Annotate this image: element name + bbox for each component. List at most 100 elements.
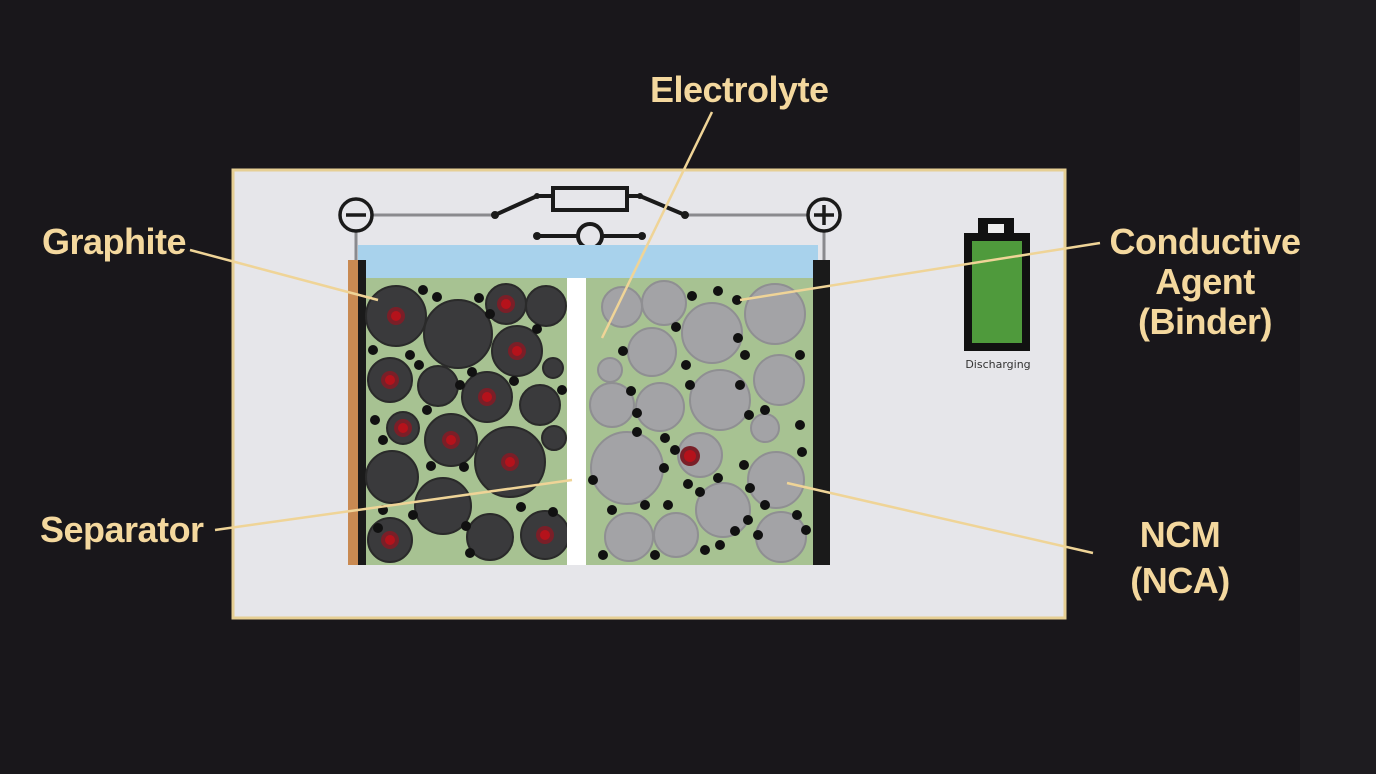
label-ncm: NCM (NCA)	[1110, 512, 1250, 604]
ncm-particle	[604, 512, 654, 562]
ncm-particle	[653, 512, 699, 558]
ncm-particle	[681, 302, 743, 364]
ncm-particle	[750, 413, 780, 443]
conductive-agent-particle	[408, 510, 418, 520]
conductive-agent-particle	[378, 435, 388, 445]
conductive-agent-particle	[607, 505, 617, 515]
conductive-agent-particle	[422, 405, 432, 415]
conductive-agent-particle	[474, 293, 484, 303]
conductive-agent-particle	[467, 367, 477, 377]
lithium-ion	[684, 450, 696, 462]
graphite-particle	[525, 285, 567, 327]
lithium-ion	[540, 530, 550, 540]
conductive-agent-particle	[426, 461, 436, 471]
conductive-agent-particle	[618, 346, 628, 356]
conductive-agent-particle	[792, 510, 802, 520]
conductive-agent-particle	[671, 322, 681, 332]
conductive-agent-particle	[465, 548, 475, 558]
ncm-particle	[744, 283, 806, 345]
ncm-particle	[689, 369, 751, 431]
conductive-agent-particle	[743, 515, 753, 525]
bulb-icon	[576, 222, 604, 250]
conductive-agent-particle	[405, 350, 415, 360]
conductive-agent-particle	[650, 550, 660, 560]
separator	[567, 278, 586, 565]
plus-terminal-icon	[806, 197, 842, 233]
conductive-agent-particle	[745, 483, 755, 493]
label-line: Agent	[1155, 261, 1255, 302]
label-separator: Separator	[40, 509, 204, 550]
external-circuit	[338, 186, 842, 262]
conductive-agent-particle	[548, 507, 558, 517]
label-line: (Binder)	[1138, 301, 1273, 342]
conductive-agent-particle	[760, 405, 770, 415]
conductive-agent-particle	[670, 445, 680, 455]
conductive-agent-particle	[660, 433, 670, 443]
conductive-agent-particle	[760, 500, 770, 510]
conductive-agent-particle	[414, 360, 424, 370]
conductive-agent-particle	[461, 521, 471, 531]
conductive-agent-particle	[739, 460, 749, 470]
leader-lines	[189, 111, 1101, 555]
label-conductive-agent: Conductive Agent (Binder)	[1100, 222, 1310, 342]
conductive-agent-particle	[735, 380, 745, 390]
ncm-particle	[601, 286, 643, 328]
lithium-ion	[385, 535, 395, 545]
ncm-particle	[590, 431, 664, 505]
conductive-agent-particle	[685, 380, 695, 390]
label-graphite: Graphite	[42, 221, 187, 262]
conductive-agent-particle	[368, 345, 378, 355]
graphite-particle	[365, 450, 419, 504]
graphite-particle	[519, 384, 561, 426]
conductive-agent-particle	[713, 286, 723, 296]
minus-terminal-icon	[338, 197, 374, 233]
conductive-agent-particle	[485, 309, 495, 319]
ncm-particle	[641, 280, 687, 326]
conductive-agent-particle	[516, 502, 526, 512]
lithium-ion	[501, 299, 511, 309]
conductive-agent-particle	[373, 523, 383, 533]
conductive-agent-particle	[588, 475, 598, 485]
ncm-particle	[753, 354, 805, 406]
lithium-ion	[505, 457, 515, 467]
label-electrolyte: Electrolyte	[650, 69, 829, 110]
battery-status-text: Discharging	[965, 358, 1031, 371]
conductive-agent-particle	[459, 462, 469, 472]
label-line: NCM	[1139, 514, 1221, 555]
conductive-agent-particle	[732, 295, 742, 305]
ncm-particle	[635, 382, 685, 432]
conductive-agent-particle	[740, 350, 750, 360]
label-line: (NCA)	[1130, 560, 1230, 601]
conductive-agent-particle	[640, 500, 650, 510]
ncm-particle	[589, 382, 635, 428]
graphite-particle	[414, 477, 472, 535]
lithium-ion	[446, 435, 456, 445]
conductive-agent-particle	[632, 427, 642, 437]
electrolyte-layer	[358, 245, 818, 279]
graphite-particle	[542, 357, 564, 379]
label-line: Conductive	[1109, 221, 1301, 262]
conductive-agent-particle	[532, 324, 542, 334]
graphite-particle	[423, 299, 493, 369]
ncm-particle	[747, 451, 805, 509]
conductive-agent-particle	[659, 463, 669, 473]
lithium-ion	[385, 375, 395, 385]
conductive-agent-particle	[455, 380, 465, 390]
conductive-agent-particle	[683, 479, 693, 489]
graphite-particle	[466, 513, 514, 561]
conductive-agent-particle	[695, 487, 705, 497]
conductive-agent-particle	[557, 385, 567, 395]
conductive-agent-particle	[681, 360, 691, 370]
conductive-agent-particle	[418, 285, 428, 295]
conductive-agent-particle	[700, 545, 710, 555]
conductive-agent-particle	[733, 333, 743, 343]
lithium-ion	[482, 392, 492, 402]
ncm-particle	[597, 357, 623, 383]
conductive-agent-particle	[753, 530, 763, 540]
ncm-particle	[677, 432, 723, 478]
resistor-icon	[551, 186, 629, 212]
conductive-agent-particle	[432, 292, 442, 302]
lithium-ion	[398, 423, 408, 433]
conductive-agent-particle	[626, 386, 636, 396]
conductive-agent-particle	[598, 550, 608, 560]
